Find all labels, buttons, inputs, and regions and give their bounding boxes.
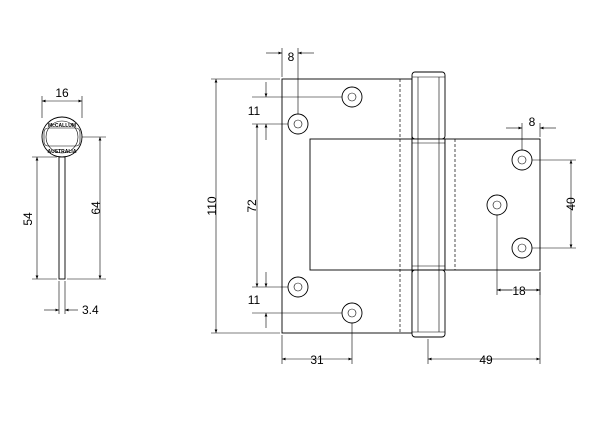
- dim-pin-height: 54: [21, 212, 35, 226]
- knuckle-bottom: [411, 269, 446, 338]
- logo-line-1: McCALLUM: [48, 123, 76, 129]
- hole-top-left: [287, 113, 309, 135]
- dim-side-height: 64: [89, 201, 103, 215]
- dim-left-hole-from-knuckle: 31: [310, 353, 324, 367]
- hole-right-bottom: [511, 237, 533, 259]
- dim-right-hole-inset: 8: [529, 115, 536, 129]
- dim-bottom-hole-offset: 11: [248, 293, 261, 307]
- center-panel: [309, 138, 413, 271]
- dim-right-hole-spacing: 40: [564, 197, 578, 211]
- dim-right-center-hole-offset: 18: [512, 284, 526, 298]
- dim-top-hole-offset: 11: [248, 104, 261, 118]
- front-view: 110 72 11 11 8 31 49: [205, 48, 578, 367]
- knuckle-top: [411, 71, 446, 140]
- dim-knuckle-width: 16: [55, 86, 69, 100]
- dim-leaf-thickness: 3.4: [82, 303, 99, 317]
- hole-right-center: [486, 194, 508, 216]
- knuckle-middle: [411, 138, 446, 271]
- dim-right-leaf-width: 49: [479, 353, 493, 367]
- hole-right-top: [511, 149, 533, 171]
- side-view: McCALLUM AUSTRALIA 16 54 64 3.4: [21, 86, 106, 317]
- hole-top-right: [341, 86, 363, 108]
- hole-bottom-left: [287, 276, 309, 298]
- hole-bottom-right: [341, 302, 363, 324]
- dim-overall-height: 110: [205, 196, 219, 215]
- dim-hole-spacing-left: 72: [245, 199, 259, 213]
- logo-line-2: AUSTRALIA: [48, 149, 77, 155]
- leaf-edge-view: [58, 156, 66, 280]
- dim-top-hole-inset: 8: [288, 50, 295, 64]
